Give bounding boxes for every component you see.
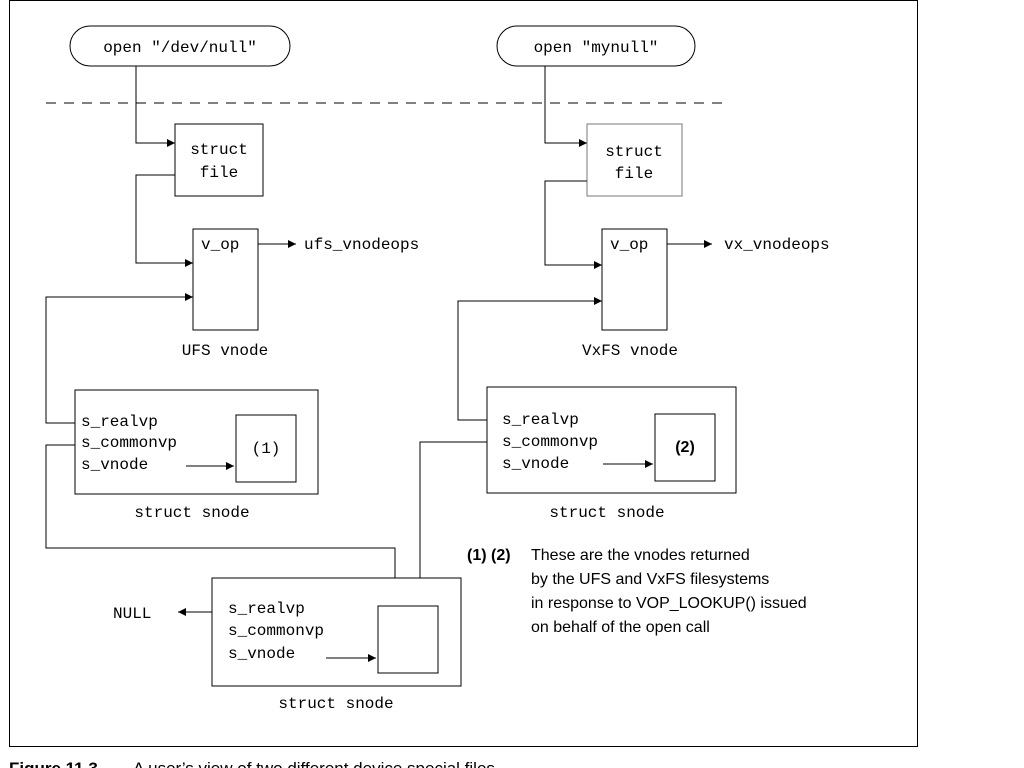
ufs-returned-vnode — [235, 414, 297, 483]
svg-text:s_realvp: s_realvp — [228, 600, 305, 618]
struct-file-right: struct file — [586, 123, 683, 197]
common-snode-vnode — [377, 605, 439, 674]
struct-file-left: struct file — [174, 123, 264, 197]
footnote: (1) (2) These are the vnodes returned by… — [467, 547, 807, 636]
vxfs-returned-vnode — [654, 413, 716, 482]
open-call-devnull: open "/dev/null" — [69, 25, 291, 67]
ufs-vnode-vop: v_op — [201, 236, 239, 254]
snode-left-label: struct snode — [134, 504, 249, 522]
svg-text:s_realvp: s_realvp — [502, 411, 579, 429]
svg-text:s_vnode: s_vnode — [502, 455, 569, 473]
connector-file-to-vxfs-vnode — [544, 180, 602, 269]
svg-text:s_realvp: s_realvp — [81, 413, 158, 431]
svg-text:s_vnode: s_vnode — [81, 456, 148, 474]
connector-file-to-ufs-vnode — [135, 174, 193, 267]
footnote-markers: (1) (2) — [467, 547, 511, 564]
common-snode: s_realvp s_commonvp s_vnode struct snode — [211, 577, 462, 713]
figure-caption-text: A user’s view of two different device sp… — [133, 759, 500, 768]
ufs-vnode: v_op UFS vnode — [182, 228, 268, 360]
connector-open-to-file-left — [135, 66, 175, 147]
vxfs-vnode: v_op VxFS vnode — [582, 228, 678, 360]
open-call-mynull-label: open "mynull" — [534, 39, 659, 57]
snode-right: s_realvp s_commonvp s_vnode (2) struct s… — [486, 386, 737, 522]
svg-text:struct: struct — [190, 141, 248, 159]
connector-left-realvp — [45, 293, 193, 424]
svg-text:file: file — [615, 165, 653, 183]
svg-text:on behalf of the open call: on behalf of the open call — [531, 619, 710, 636]
connector-left-commonvp — [45, 444, 399, 607]
ufs-vnode-label: UFS vnode — [182, 342, 268, 360]
connector-right-commonvp — [416, 441, 487, 606]
ufs-vnodeops-label: ufs_vnodeops — [304, 236, 419, 254]
open-call-mynull: open "mynull" — [496, 25, 696, 67]
figure-frame — [9, 0, 918, 747]
svg-text:These are the vnodes returned: These are the vnodes returned — [531, 547, 750, 564]
open-call-devnull-label: open "/dev/null" — [103, 39, 257, 57]
figure-caption: Figure 11.3 A user’s view of two differe… — [9, 759, 500, 768]
null-label: NULL — [113, 605, 151, 623]
vx-vnodeops-label: vx_vnodeops — [724, 236, 830, 254]
svg-text:struct: struct — [605, 143, 663, 161]
svg-text:s_commonvp: s_commonvp — [228, 622, 324, 640]
common-snode-label: struct snode — [278, 695, 393, 713]
svg-text:by the UFS and VxFS filesystem: by the UFS and VxFS filesystems — [531, 571, 769, 588]
svg-text:in response to VOP_LOOKUP() is: in response to VOP_LOOKUP() issued — [531, 595, 807, 612]
svg-text:file: file — [200, 164, 238, 182]
vxfs-vnode-vop: v_op — [610, 236, 648, 254]
figure-caption-label: Figure 11.3 — [9, 759, 98, 768]
snode-right-label: struct snode — [549, 504, 664, 522]
connector-right-realvp — [457, 297, 602, 421]
svg-text:s_commonvp: s_commonvp — [502, 433, 598, 451]
svg-text:(2): (2) — [675, 439, 695, 456]
svg-text:s_vnode: s_vnode — [228, 645, 295, 663]
snode-left: s_realvp s_commonvp s_vnode (1) struct s… — [74, 389, 319, 522]
connector-open-to-file-right — [544, 66, 587, 147]
svg-text:s_commonvp: s_commonvp — [81, 434, 177, 452]
vxfs-vnode-label: VxFS vnode — [582, 342, 678, 360]
svg-text:(1): (1) — [252, 440, 281, 458]
